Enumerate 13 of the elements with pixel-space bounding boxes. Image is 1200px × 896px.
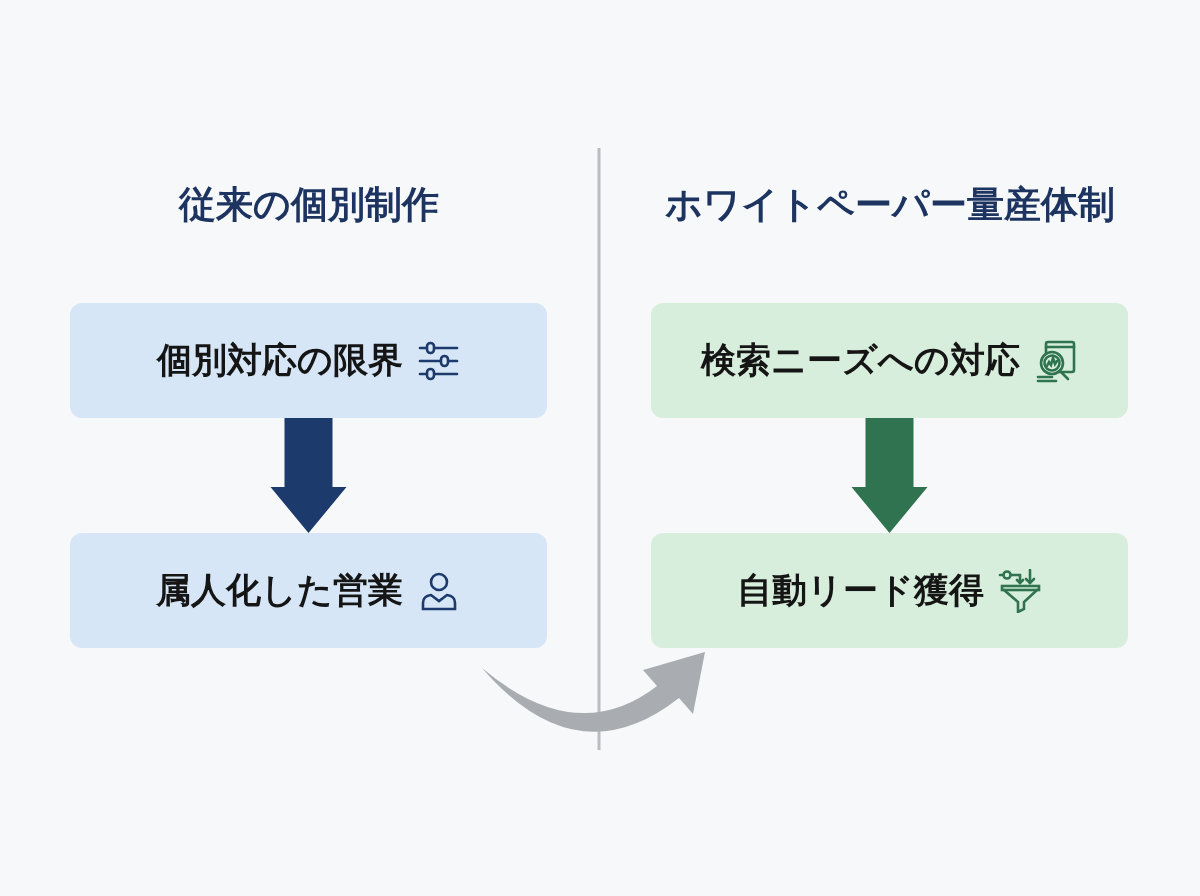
column-heading: 従来の個別制作 — [178, 183, 439, 226]
arrow — [482, 652, 705, 732]
process-box — [70, 533, 547, 648]
arrow — [270, 418, 347, 533]
column-heading: ホワイトペーパー量産体制 — [665, 183, 1115, 226]
box-label: 個別対応の限界 — [156, 339, 403, 382]
process-box — [70, 303, 547, 418]
arrow — [851, 418, 928, 533]
box-label: 検索ニーズへの対応 — [701, 339, 1020, 382]
process-box — [651, 533, 1128, 648]
box-label: 自動リード獲得 — [737, 569, 984, 612]
process-box — [651, 303, 1128, 418]
box-label: 属人化した営業 — [156, 569, 403, 612]
